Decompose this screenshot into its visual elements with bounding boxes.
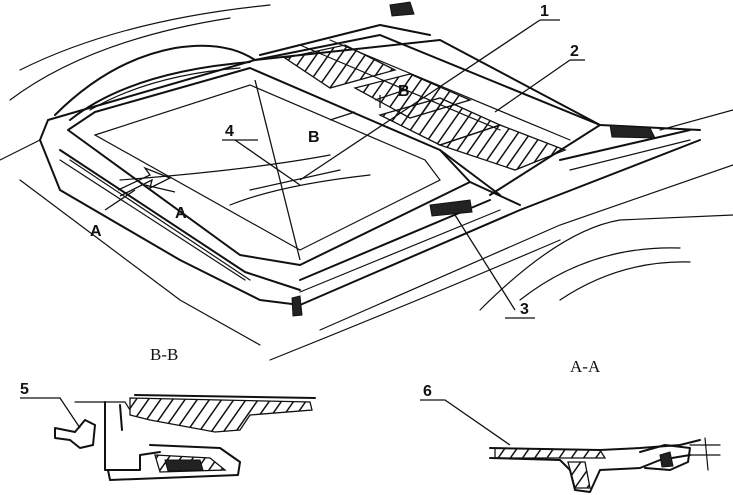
callout-5: 5 — [20, 381, 29, 398]
roof-outline — [0, 4, 733, 361]
glass-panel — [67, 67, 471, 266]
callout-1: 1 — [540, 3, 549, 20]
section-title-bb: B-B — [150, 345, 178, 364]
wind-deflector — [54, 44, 256, 121]
section-bb-drawing — [20, 394, 316, 481]
section-title-aa: A-A — [570, 357, 601, 376]
section-aa-drawing — [420, 399, 721, 493]
section-marker-a-left: A — [90, 223, 102, 240]
callout-2: 2 — [570, 43, 579, 60]
callout-4: 4 — [225, 123, 234, 140]
leader-lines — [104, 19, 585, 319]
side-rails — [59, 1, 691, 317]
callout-3: 3 — [520, 301, 529, 318]
section-marker-a-right: A — [175, 205, 187, 222]
section-marker-b-left: B — [308, 129, 320, 146]
section-marker-b-right: B — [398, 83, 410, 100]
callout-6: 6 — [423, 383, 432, 400]
rear-opening — [254, 24, 601, 206]
